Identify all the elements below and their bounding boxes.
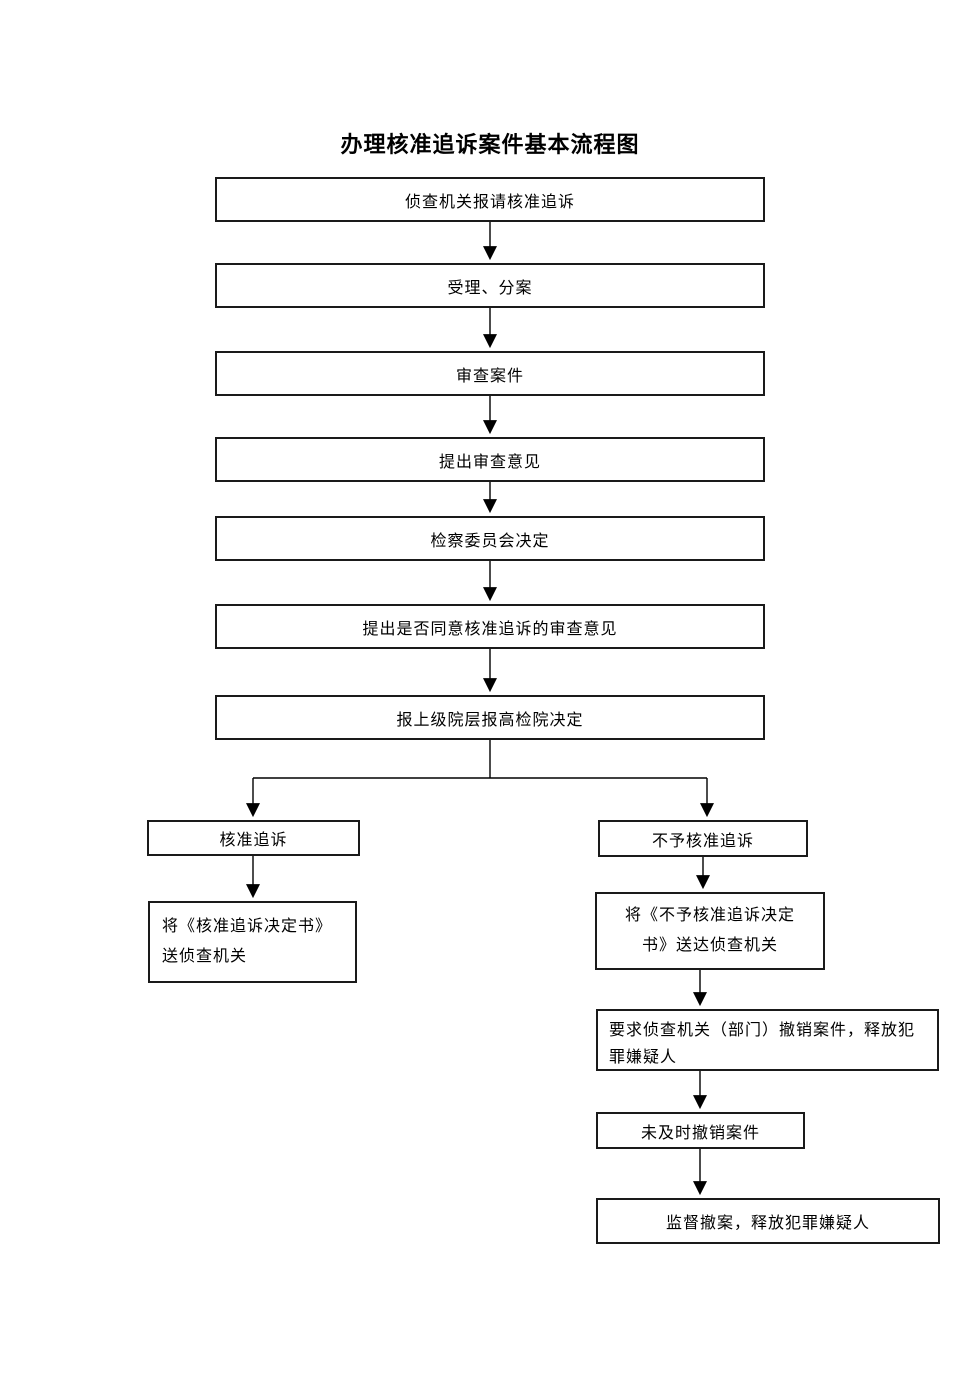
flow-node-text-line: 罪嫌疑人 [609, 1049, 678, 1066]
flow-node-approve: 核准追诉 [147, 820, 360, 856]
flow-node-text-line: 书》送达侦查机关 [641, 937, 778, 954]
flow-node-disapprove-deliver: 将《不予核准追诉决定 书》送达侦查机关 [595, 892, 825, 970]
flow-node-text-line: 将《核准追诉决定书》 [162, 918, 333, 935]
flow-node-approval-opinion: 提出是否同意核准追诉的审查意见 [215, 604, 765, 649]
flow-node-text-line: 要求侦查机关（部门）撤销案件，释放犯 [609, 1022, 916, 1039]
flow-node-review-opinion: 提出审查意见 [215, 437, 765, 482]
flow-node-text-line: 将《不予核准追诉决定 [624, 907, 795, 924]
flow-node-report-higher: 报上级院层报高检院决定 [215, 695, 765, 740]
page-title: 办理核准追诉案件基本流程图 [340, 132, 640, 157]
flow-node-disapprove: 不予核准追诉 [598, 820, 808, 857]
flow-node-committee-decision: 检察委员会决定 [215, 516, 765, 561]
flow-node-report-request: 侦查机关报请核准追诉 [215, 177, 765, 222]
flow-node-approve-deliver: 将《核准追诉决定书》 送侦查机关 [148, 901, 357, 983]
flow-node-supervise-withdraw: 监督撤案，释放犯罪嫌疑人 [596, 1198, 940, 1244]
flow-node-request-withdraw: 要求侦查机关（部门）撤销案件，释放犯 罪嫌疑人 [596, 1009, 939, 1071]
flow-node-accept-assign: 受理、分案 [215, 263, 765, 308]
flow-node-review-case: 审查案件 [215, 351, 765, 396]
flow-node-not-withdrawn: 未及时撤销案件 [596, 1112, 805, 1149]
flow-node-text-line: 送侦查机关 [162, 948, 248, 965]
